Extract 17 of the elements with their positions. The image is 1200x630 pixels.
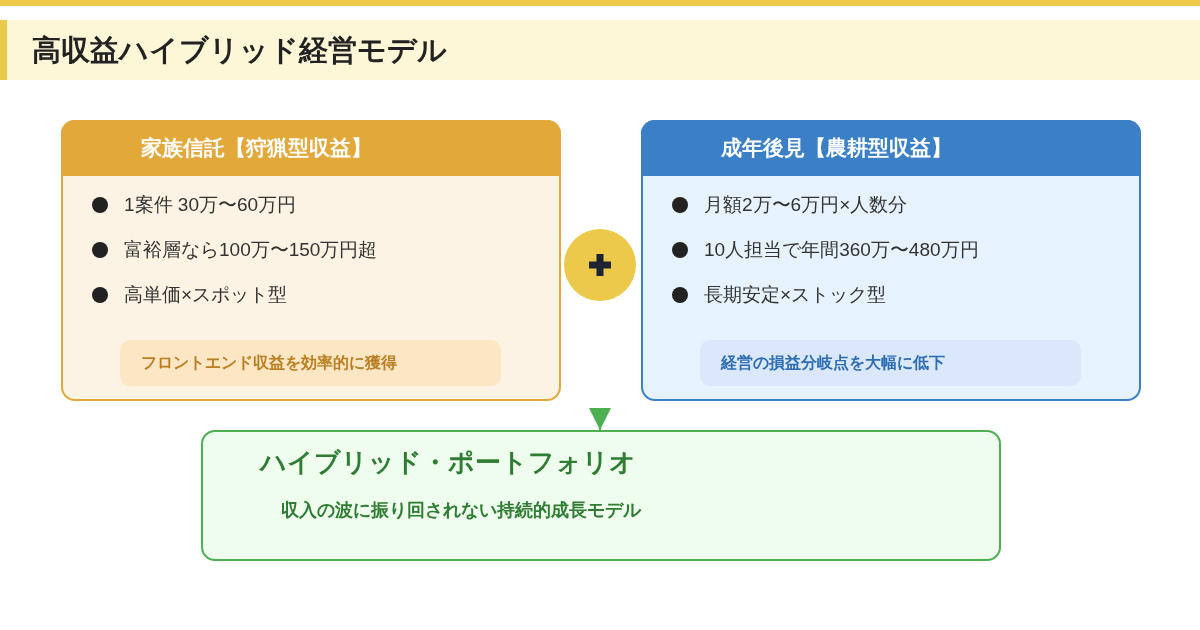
panel-heading: ハイブリッド・ポートフォリオ bbox=[260, 446, 636, 479]
highlight-box: 経営の損益分岐点を大幅に低下 bbox=[700, 340, 1081, 386]
card-header: 成年後見【農耕型収益】 bbox=[641, 120, 1141, 176]
info-card bbox=[61, 120, 561, 401]
arrow bbox=[589, 407, 611, 431]
list-item-text: 月額2万〜6万円×人数分 bbox=[704, 193, 908, 217]
summary-box bbox=[201, 430, 1001, 561]
info-card bbox=[641, 120, 1141, 401]
title-banner: 高収益ハイブリッド経営モデル bbox=[0, 20, 1200, 80]
list-item-text: 高単価×スポット型 bbox=[124, 283, 288, 307]
card-header: 家族信託【狩猟型収益】 bbox=[61, 120, 561, 176]
list-item-text: 富裕層なら100万〜150万円超 bbox=[124, 238, 378, 262]
list-item-text: 1案件 30万〜60万円 bbox=[124, 193, 297, 217]
list-item-text: 10人担当で年間360万〜480万円 bbox=[704, 238, 979, 262]
panel-subtitle: 収入の波に振り回されない持続的成長モデル bbox=[281, 499, 641, 522]
list-item-text: 長期安定×ストック型 bbox=[704, 283, 887, 307]
highlight-box: フロントエンド収益を効率的に獲得 bbox=[120, 340, 501, 386]
